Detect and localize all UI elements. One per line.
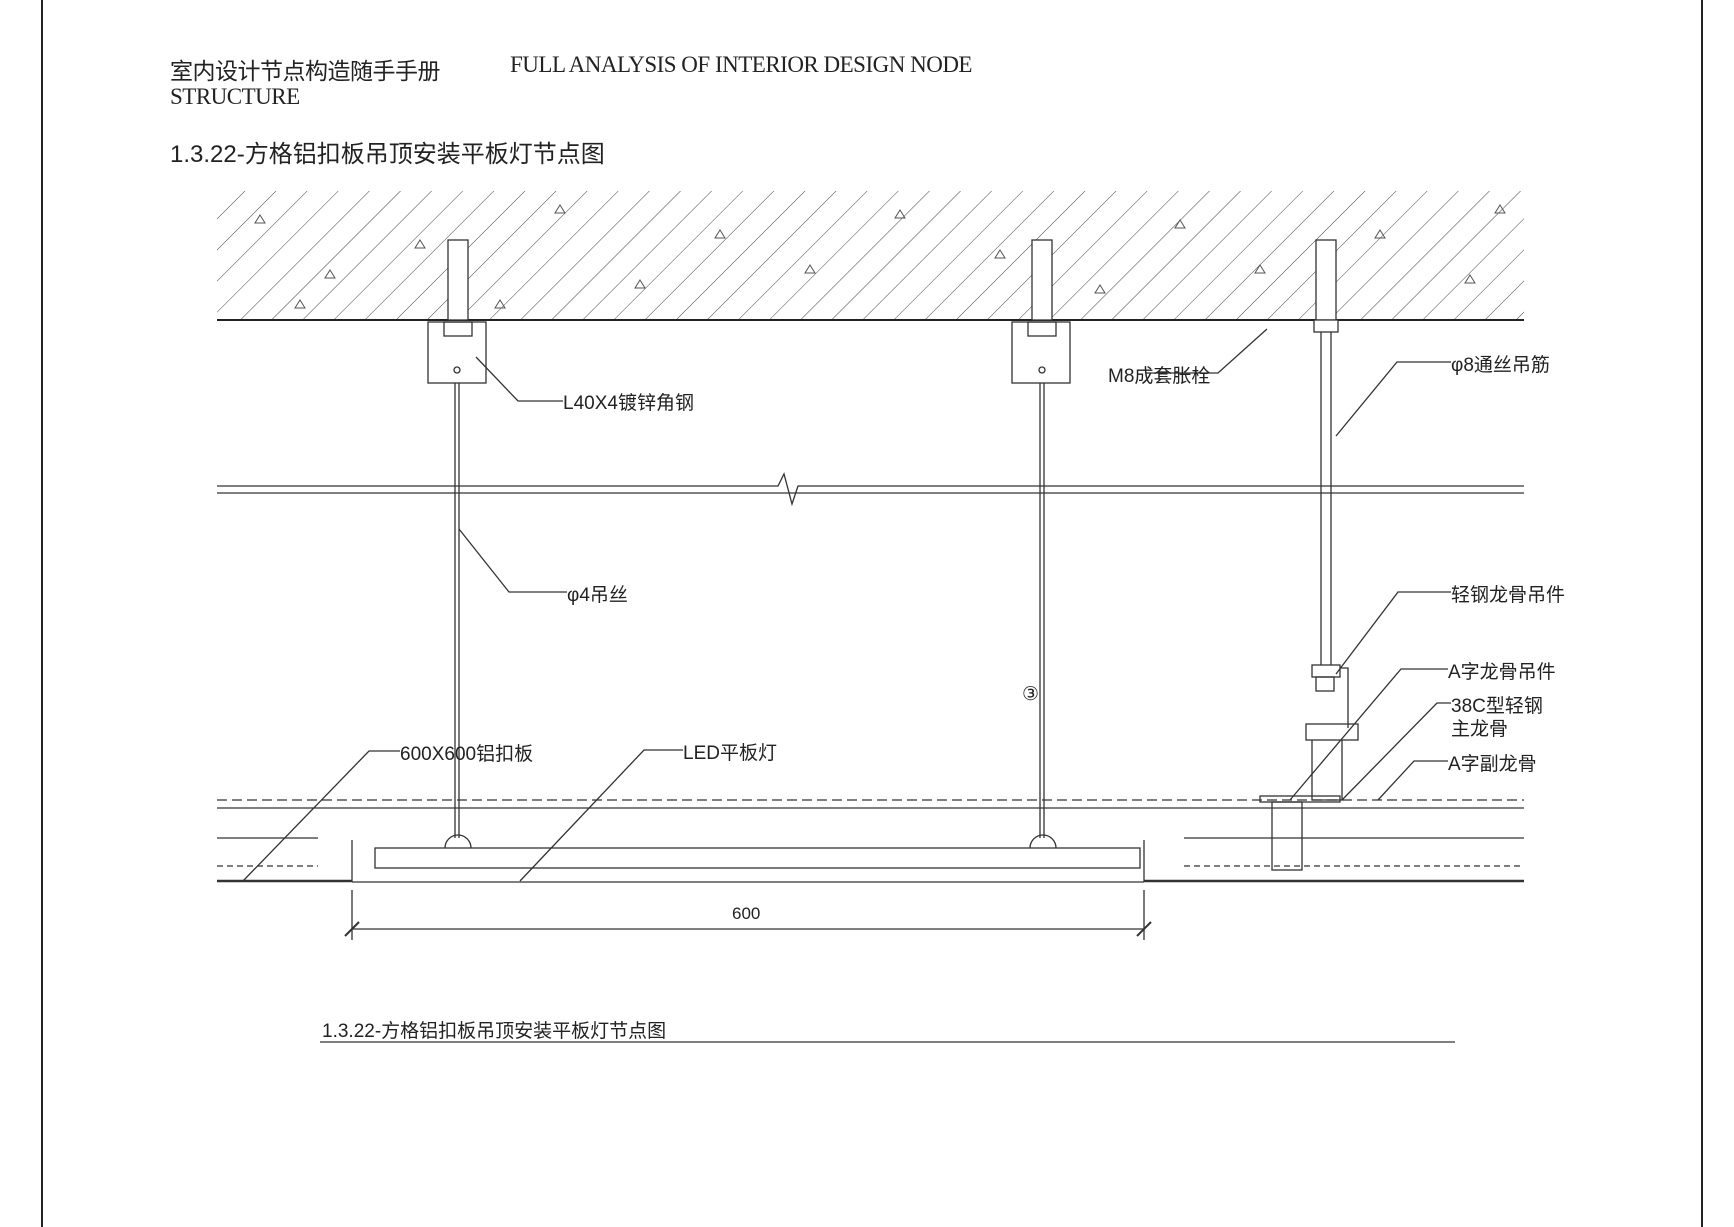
label-main-keel: 38C型轻钢 xyxy=(1451,696,1543,717)
keel-hanger-assembly xyxy=(1259,664,1359,871)
label-keel-hanger: 轻钢龙骨吊件 xyxy=(1451,585,1566,606)
angle-steel-plate xyxy=(427,321,487,384)
label-anchor-bolt: M8成套胀栓 xyxy=(1108,366,1211,387)
led-panel-light xyxy=(374,847,1141,869)
concrete-slab xyxy=(217,191,1524,320)
dimension-value: 600 xyxy=(732,904,761,923)
header-cn-title: 室内设计节点构造随手手册 xyxy=(170,59,441,84)
expansion-anchor-right xyxy=(1313,239,1339,333)
label-threaded-rod: φ8通丝吊筋 xyxy=(1451,355,1550,376)
label-a-keel-hanger: A字龙骨吊件 xyxy=(1448,662,1556,683)
leader-lines xyxy=(242,328,1451,882)
expansion-anchor-left xyxy=(427,239,487,384)
marker-3: ③ xyxy=(1022,684,1040,705)
header-en-title-line2: STRUCTURE xyxy=(170,84,300,109)
label-panel: 600X600铝扣板 xyxy=(400,744,534,765)
label-main-keel-line2: 主龙骨 xyxy=(1451,719,1509,740)
section-title: 1.3.22-方格铝扣板吊顶安装平板灯节点图 xyxy=(170,141,605,168)
break-line xyxy=(217,472,1524,507)
label-angle-steel: L40X4镀锌角钢 xyxy=(563,393,694,414)
caption: 1.3.22-方格铝扣板吊顶安装平板灯节点图 xyxy=(322,1021,667,1042)
label-wire: φ4吊丝 xyxy=(567,585,628,606)
dimension-line xyxy=(344,890,1152,940)
label-led: LED平板灯 xyxy=(683,743,777,764)
header-en-title: FULL ANALYSIS OF INTERIOR DESIGN NODE xyxy=(510,52,972,77)
expansion-anchor-middle xyxy=(1011,239,1071,384)
concrete-aggregate xyxy=(254,204,1506,309)
label-a-sub-keel: A字副龙骨 xyxy=(1448,754,1537,775)
